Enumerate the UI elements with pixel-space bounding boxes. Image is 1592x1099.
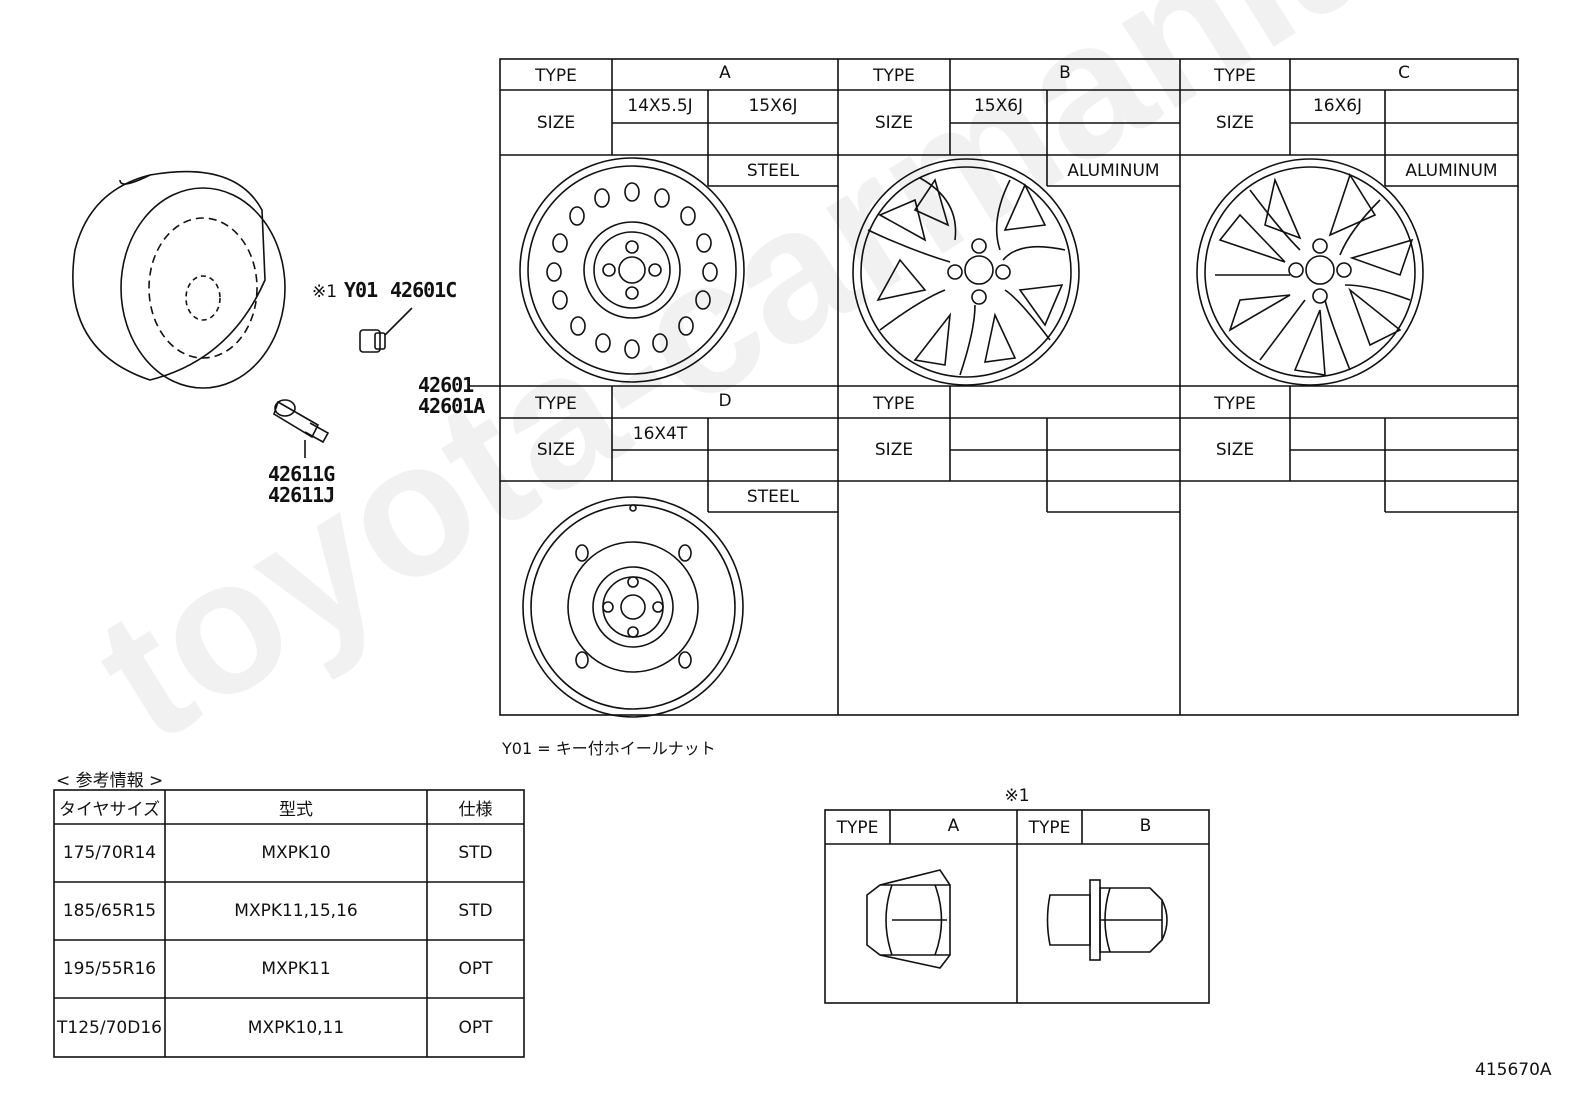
table-cell: 185/65R15 xyxy=(62,901,157,921)
flanged-nut-type-b-icon xyxy=(1046,879,1168,961)
cap-nut-type-a-icon xyxy=(866,869,951,969)
legend-note: Y01 = キー付ホイールナット xyxy=(502,739,716,758)
nut-type-a: A xyxy=(947,816,960,836)
type-label: TYPE xyxy=(1028,818,1071,838)
type-label: TYPE xyxy=(1214,393,1256,414)
reference-table-grid xyxy=(53,789,525,1058)
wheel-part-number-2[interactable]: 42601A xyxy=(418,394,485,418)
panel-a-size-2: 15X6J xyxy=(748,96,798,116)
panel-c-material: ALUMINUM xyxy=(1405,160,1498,181)
table-cell: 175/70R14 xyxy=(62,843,157,863)
panel-a-type: A xyxy=(719,63,731,83)
table-cell: STD xyxy=(458,843,493,863)
panel-d-type: D xyxy=(718,390,732,411)
table-cell: OPT xyxy=(458,959,493,979)
panel-b-size-1: 15X6J xyxy=(973,96,1024,116)
ref-header-tire-size: タイヤサイズ xyxy=(59,799,160,820)
alloy-wheel-icon xyxy=(1196,158,1424,386)
table-cell: MXPK10 xyxy=(261,843,331,863)
table-cell: 195/55R16 xyxy=(62,959,157,979)
panel-a-size-1: 14X5.5J xyxy=(627,96,693,116)
table-cell: MXPK11 xyxy=(261,959,331,979)
table-cell: OPT xyxy=(458,1017,493,1038)
nut-table-mark: ※1 xyxy=(1004,786,1030,806)
type-label: TYPE xyxy=(1214,66,1256,86)
table-cell: MXPK11,15,16 xyxy=(234,901,358,921)
valve-stem-icon xyxy=(273,399,330,458)
type-label: TYPE xyxy=(535,66,577,86)
reference-title: < 参考情報 > xyxy=(56,771,164,791)
size-label: SIZE xyxy=(874,439,914,460)
panel-b-type: B xyxy=(1059,63,1071,83)
size-label: SIZE xyxy=(536,112,576,133)
valve-part-number-2[interactable]: 42611J xyxy=(268,483,335,507)
nut-code-label: Y01 xyxy=(344,278,378,302)
table-cell: STD xyxy=(458,901,493,921)
size-label: SIZE xyxy=(1215,112,1255,133)
panel-c-type: C xyxy=(1398,63,1410,83)
type-label: TYPE xyxy=(836,818,879,838)
type-label: TYPE xyxy=(873,66,915,86)
size-label: SIZE xyxy=(536,439,576,460)
type-label: TYPE xyxy=(535,393,577,414)
table-cell: T125/70D16 xyxy=(57,1017,162,1038)
nut-note-mark: ※1 xyxy=(312,282,338,302)
panel-b-material: ALUMINUM xyxy=(1067,160,1160,181)
wheel-part-number-1[interactable]: 42601 xyxy=(418,373,474,397)
panel-a-material: STEEL xyxy=(746,160,800,181)
tire-icon xyxy=(72,170,286,389)
steel-wheel-icon xyxy=(519,157,745,383)
nut-part-number[interactable]: 42601C xyxy=(390,278,457,302)
ref-header-spec: 仕様 xyxy=(458,799,493,820)
ref-header-model: 型式 xyxy=(279,799,313,820)
nut-table-grid xyxy=(824,809,1210,1004)
panel-d-size-1: 16X4T xyxy=(632,424,688,444)
panel-c-size-1: 16X6J xyxy=(1312,96,1363,116)
alloy-wheel-icon xyxy=(852,158,1080,386)
size-label: SIZE xyxy=(874,112,914,133)
type-label: TYPE xyxy=(873,393,915,414)
panel-d-material: STEEL xyxy=(746,486,800,507)
wheel-nut-icon xyxy=(359,307,413,353)
table-cell: MXPK10,11 xyxy=(247,1017,345,1038)
valve-part-number-1[interactable]: 42611G xyxy=(268,462,335,486)
size-label: SIZE xyxy=(1215,439,1255,460)
nut-type-b: B xyxy=(1139,816,1152,836)
diagram-id: 415670A xyxy=(1475,1060,1552,1080)
spare-wheel-icon xyxy=(522,496,744,718)
